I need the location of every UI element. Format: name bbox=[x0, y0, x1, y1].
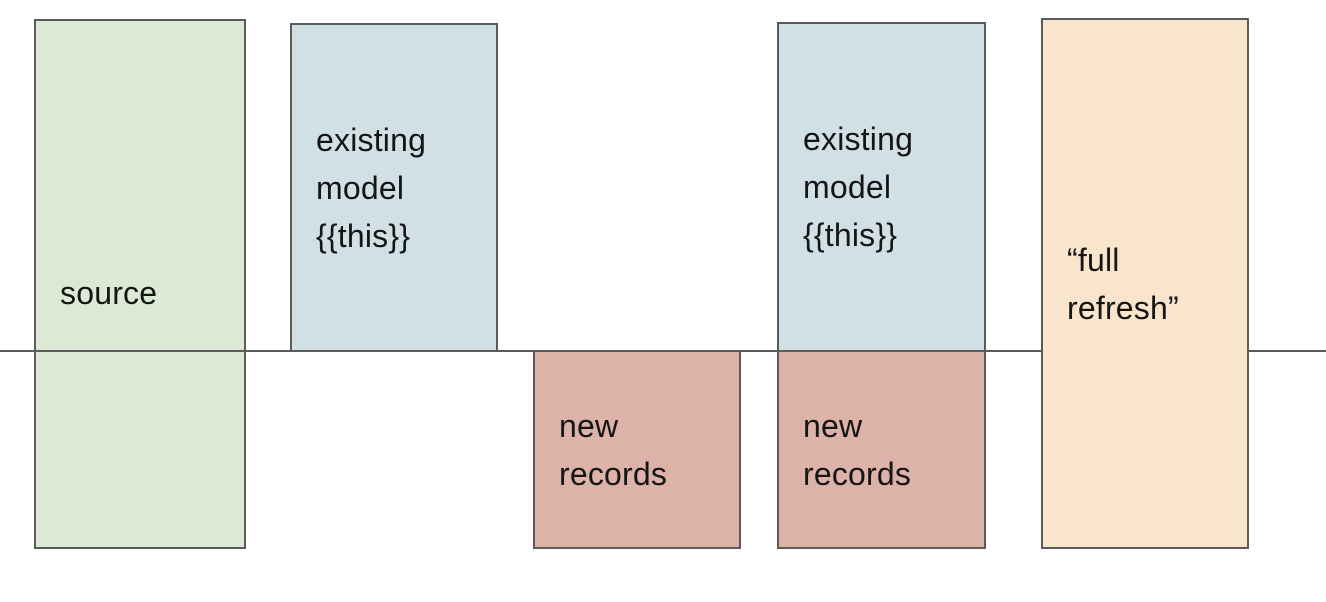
existing-model-box-right: existing model {{this}} bbox=[777, 22, 986, 352]
existing-model-box-left: existing model {{this}} bbox=[290, 23, 498, 352]
new-records-box-right-label: new records bbox=[803, 407, 912, 492]
source-box: source bbox=[34, 19, 246, 549]
full-refresh-box: “full refresh” bbox=[1041, 18, 1249, 549]
existing-model-box-left-label: existing model {{this}} bbox=[316, 121, 427, 254]
source-box-label: source bbox=[60, 275, 158, 311]
new-records-box-left-label: new records bbox=[559, 407, 668, 492]
new-records-box-left: new records bbox=[533, 350, 741, 549]
existing-model-box-right-label: existing model {{this}} bbox=[803, 121, 914, 253]
full-refresh-box-label: “full refresh” bbox=[1067, 241, 1179, 326]
new-records-box-right: new records bbox=[777, 350, 986, 549]
